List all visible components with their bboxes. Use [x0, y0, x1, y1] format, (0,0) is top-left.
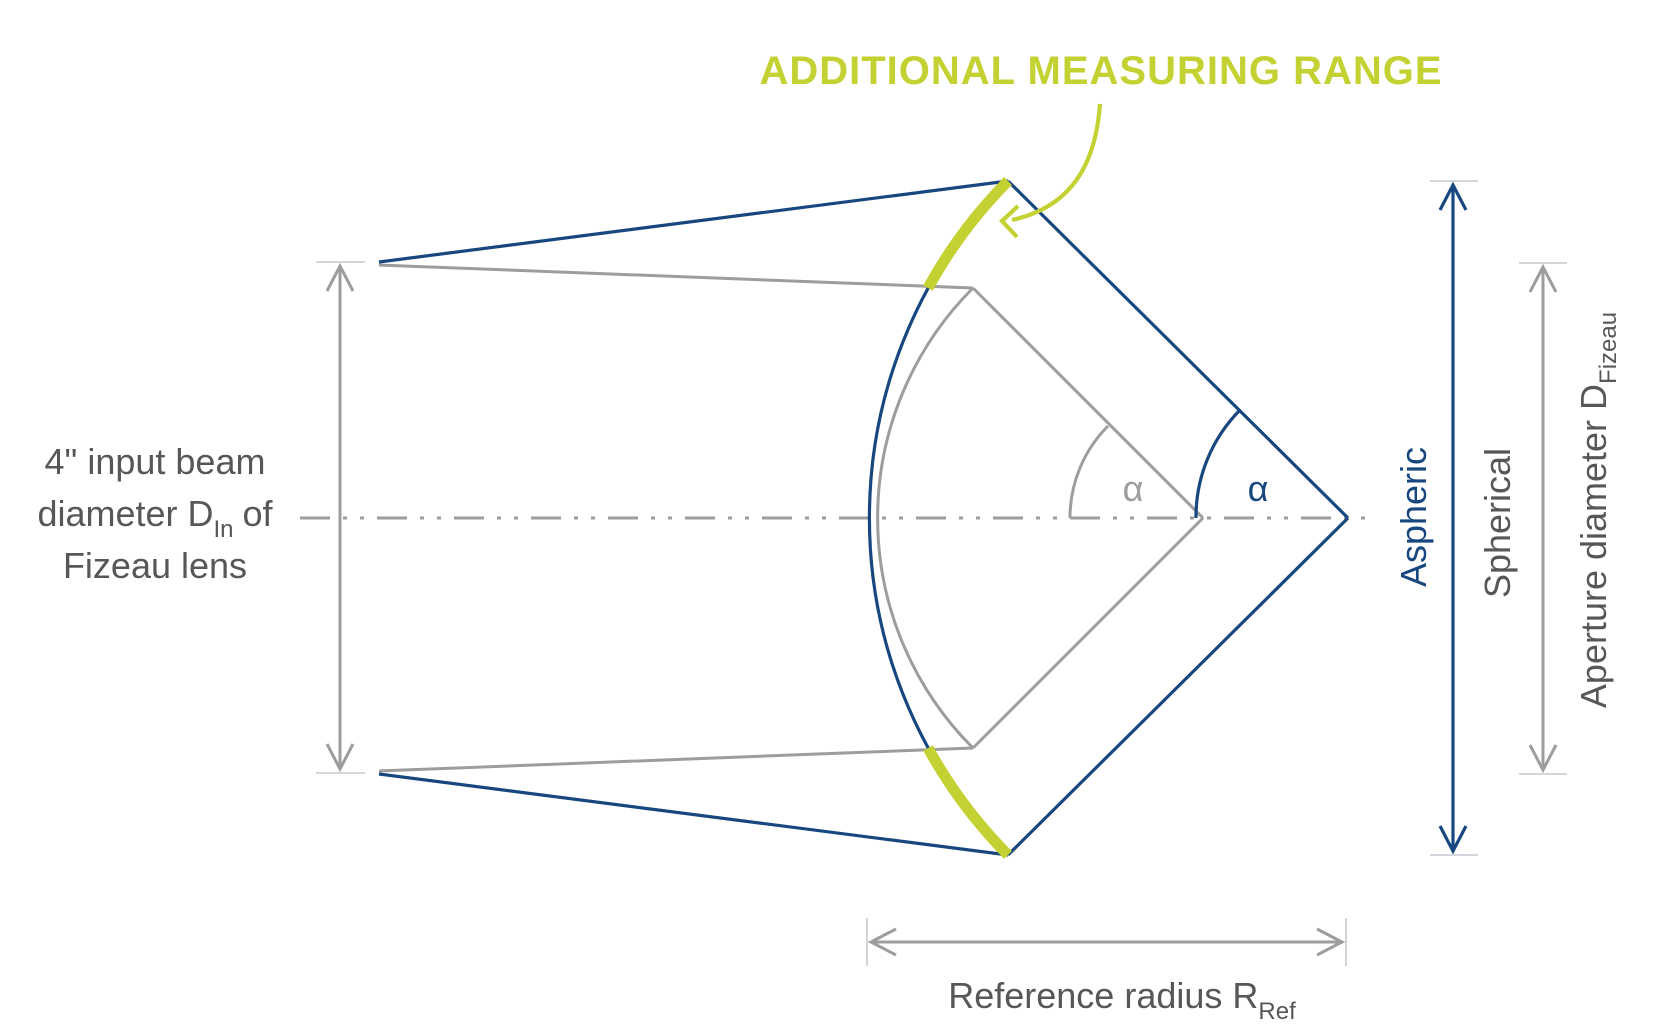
alpha-label-spherical: α [1123, 468, 1144, 509]
input-beam-dim-arrowhead-down-icon [325, 743, 355, 773]
aspheric-ray-bottom [378, 772, 1009, 857]
spherical-wavefront-group [378, 263, 1205, 773]
aspheric-dim-arrowhead-up-icon [1438, 181, 1468, 211]
aspheric-ray-top [378, 179, 1009, 264]
input-beam-label-line3: Fizeau lens [63, 545, 247, 586]
spherical-cone-line-top [971, 286, 1205, 520]
aspheric-cone-line-top [1006, 179, 1350, 520]
alpha-label-aspheric: α [1248, 468, 1269, 509]
aperture-diameter-label: Aperture diameter DFizeau [1573, 312, 1622, 708]
input-beam-dim-arrowhead-up-icon [325, 262, 355, 292]
spherical-surface-arc [876, 286, 975, 750]
spherical-ray-top [378, 263, 974, 290]
aperture-dim-arrowhead-down-icon [1528, 744, 1558, 774]
additional-range-arc-bottom [923, 745, 1012, 859]
reference-dim-arrowhead-left-icon [867, 927, 897, 957]
spherical-cone-line-bottom [971, 516, 1205, 750]
reference-radius-dimension [866, 918, 1347, 966]
callout-arrow-curve [1011, 103, 1103, 223]
reference-radius-label: Reference radius RRef [948, 975, 1296, 1025]
aspheric-dim-arrowhead-down-icon [1438, 825, 1468, 855]
spherical-label: Spherical [1477, 448, 1518, 598]
spherical-ray-bottom [378, 746, 974, 773]
aspheric-angle-arc [1194, 408, 1242, 519]
input-beam-label-line1: 4" input beam [45, 441, 266, 482]
aperture-dimension [1519, 262, 1567, 775]
callout-arrowhead-icon [999, 204, 1020, 239]
diagram-title: ADDITIONAL MEASURING RANGE [759, 49, 1442, 93]
input-beam-dimension [316, 261, 365, 774]
spherical-angle-arc [1068, 424, 1110, 519]
aspheric-dimension [1430, 180, 1478, 856]
callout-arrow [999, 103, 1103, 239]
additional-range-arc-top [923, 177, 1012, 291]
aspheric-cone-line-bottom [1006, 516, 1350, 857]
aspheric-label: Aspheric [1393, 447, 1434, 587]
aperture-dim-arrowhead-up-icon [1528, 263, 1558, 293]
reference-dim-arrowhead-right-icon [1316, 927, 1346, 957]
